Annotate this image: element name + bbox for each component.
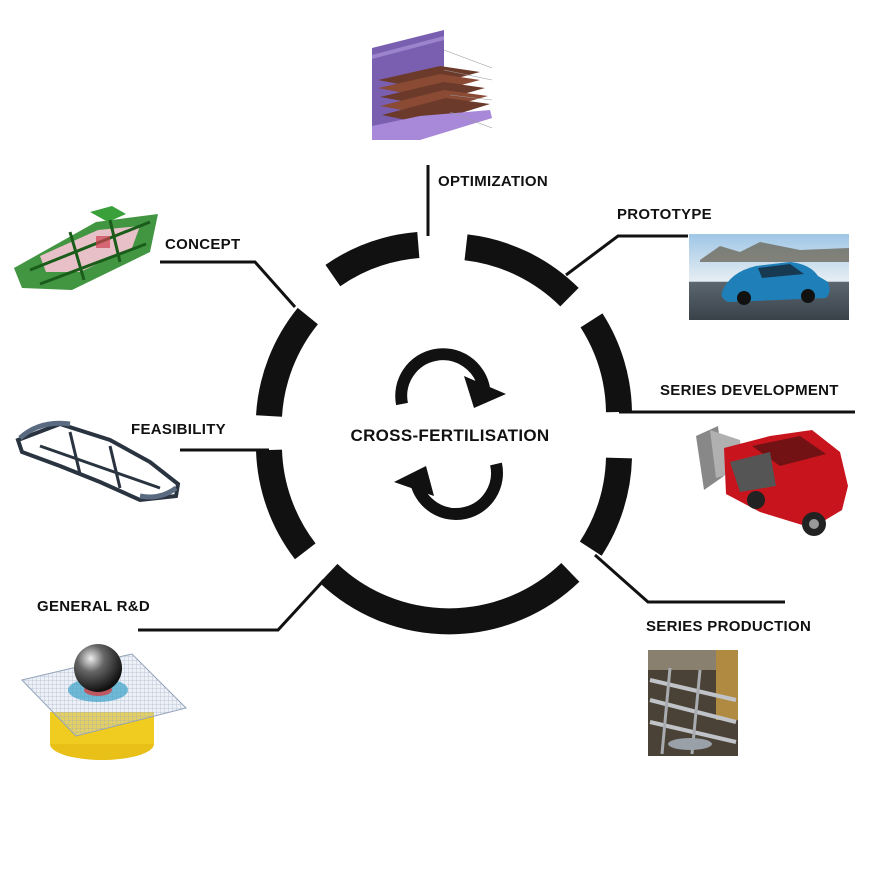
center-label: CROSS-FERTILISATION [351,426,550,445]
ring-segment [464,234,579,307]
ring-segment [325,232,420,287]
ring-segment [579,457,632,556]
rotate-arrow-icon [394,462,503,520]
stage-label-general-rd: GENERAL R&D [37,598,150,615]
stage-label-series-production: SERIES PRODUCTION [646,618,811,635]
stage-label-optimization: OPTIMIZATION [438,173,548,190]
stage-label-concept: CONCEPT [165,236,240,253]
cycle-ring [256,232,632,635]
stage-label-feasibility: FEASIBILITY [131,421,226,438]
stage-label-prototype: PROTOTYPE [617,206,712,223]
ring-segment [256,307,319,418]
series-production-connector [594,553,785,604]
connector-lines [138,165,855,632]
rotate-arrow-icon [395,348,506,408]
series-production-image [648,650,738,756]
prototype-connector [565,234,688,277]
feasibility-image [15,420,181,503]
prototype-image [689,234,849,320]
stage-label-series-development: SERIES DEVELOPMENT [660,382,839,399]
ring-segment [319,562,580,635]
ring-segment [256,449,316,560]
optimization-image [372,30,493,140]
concept-image [14,206,158,290]
concept-connector [160,260,297,308]
general-rd-connector [138,578,326,632]
ring-segment [580,313,632,413]
series-development-image [696,426,848,536]
general-rd-image [21,644,187,760]
